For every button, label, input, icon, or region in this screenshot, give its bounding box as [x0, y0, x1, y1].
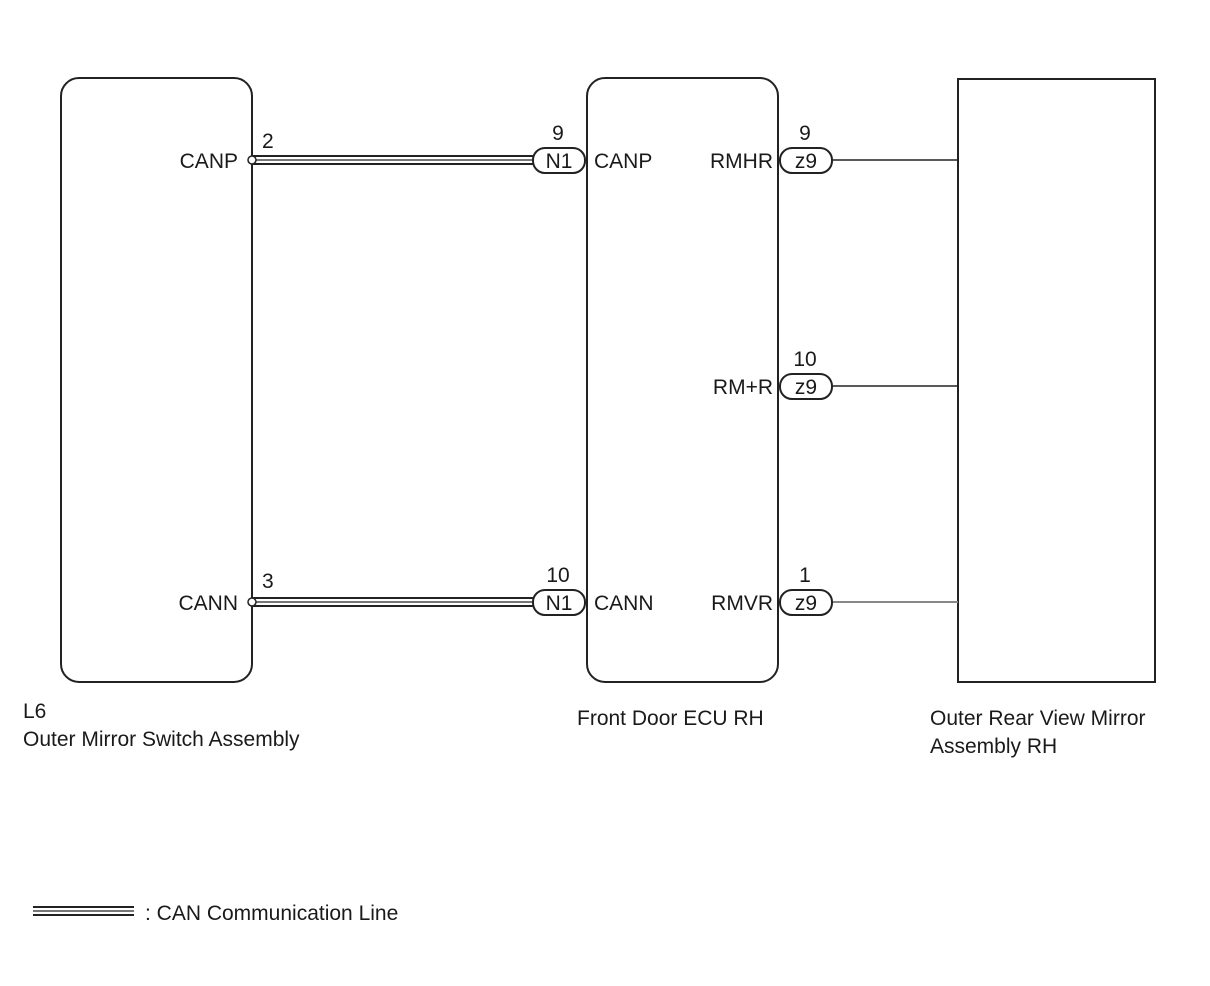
ecu-rmpr-pin: 10: [793, 348, 816, 371]
front-door-ecu-box: [586, 77, 779, 683]
mirror-name-line2: Assembly RH: [930, 735, 1057, 758]
switch-code: L6: [23, 700, 46, 723]
ecu-rmhr-label: RMHR: [710, 150, 773, 173]
ecu-rmpr-connector: z9: [779, 373, 833, 400]
can-line-canp: [252, 155, 537, 165]
ecu-rmvr-connector: z9: [779, 589, 833, 616]
can-line-cann: [252, 597, 537, 607]
switch-name: Outer Mirror Switch Assembly: [23, 728, 300, 751]
legend-can-line-sample: [33, 906, 134, 916]
switch-cann-pin: 3: [262, 570, 274, 593]
outer-mirror-assembly-box: [957, 78, 1156, 683]
ecu-rmhr-pin: 9: [799, 122, 811, 145]
switch-canp-pin: 2: [262, 130, 274, 153]
outer-mirror-switch-box: [60, 77, 253, 683]
ecu-canp-connector: N1: [532, 147, 586, 174]
ecu-cann-connector: N1: [532, 589, 586, 616]
ecu-rmvr-pin: 1: [799, 564, 811, 587]
switch-cann-label: CANN: [178, 592, 238, 615]
mirror-name-line1: Outer Rear View Mirror: [930, 707, 1146, 730]
svg-text:z9: z9: [795, 376, 817, 399]
switch-canp-label: CANP: [180, 150, 238, 173]
ecu-rmvr-label: RMVR: [711, 592, 773, 615]
legend-text: : CAN Communication Line: [145, 902, 398, 925]
svg-text:z9: z9: [795, 150, 817, 173]
ecu-name: Front Door ECU RH: [577, 707, 764, 730]
switch-canp-terminal: [247, 155, 257, 165]
ecu-cann-label: CANN: [594, 592, 654, 615]
ecu-canp-label: CANP: [594, 150, 652, 173]
ecu-cann-pin: 10: [546, 564, 569, 587]
ecu-canp-pin: 9: [552, 122, 564, 145]
ecu-rmpr-label: RM+R: [713, 376, 773, 399]
svg-text:z9: z9: [795, 592, 817, 615]
svg-text:N1: N1: [546, 592, 573, 615]
ecu-rmhr-connector: z9: [779, 147, 833, 174]
switch-cann-terminal: [247, 597, 257, 607]
svg-text:N1: N1: [546, 150, 573, 173]
